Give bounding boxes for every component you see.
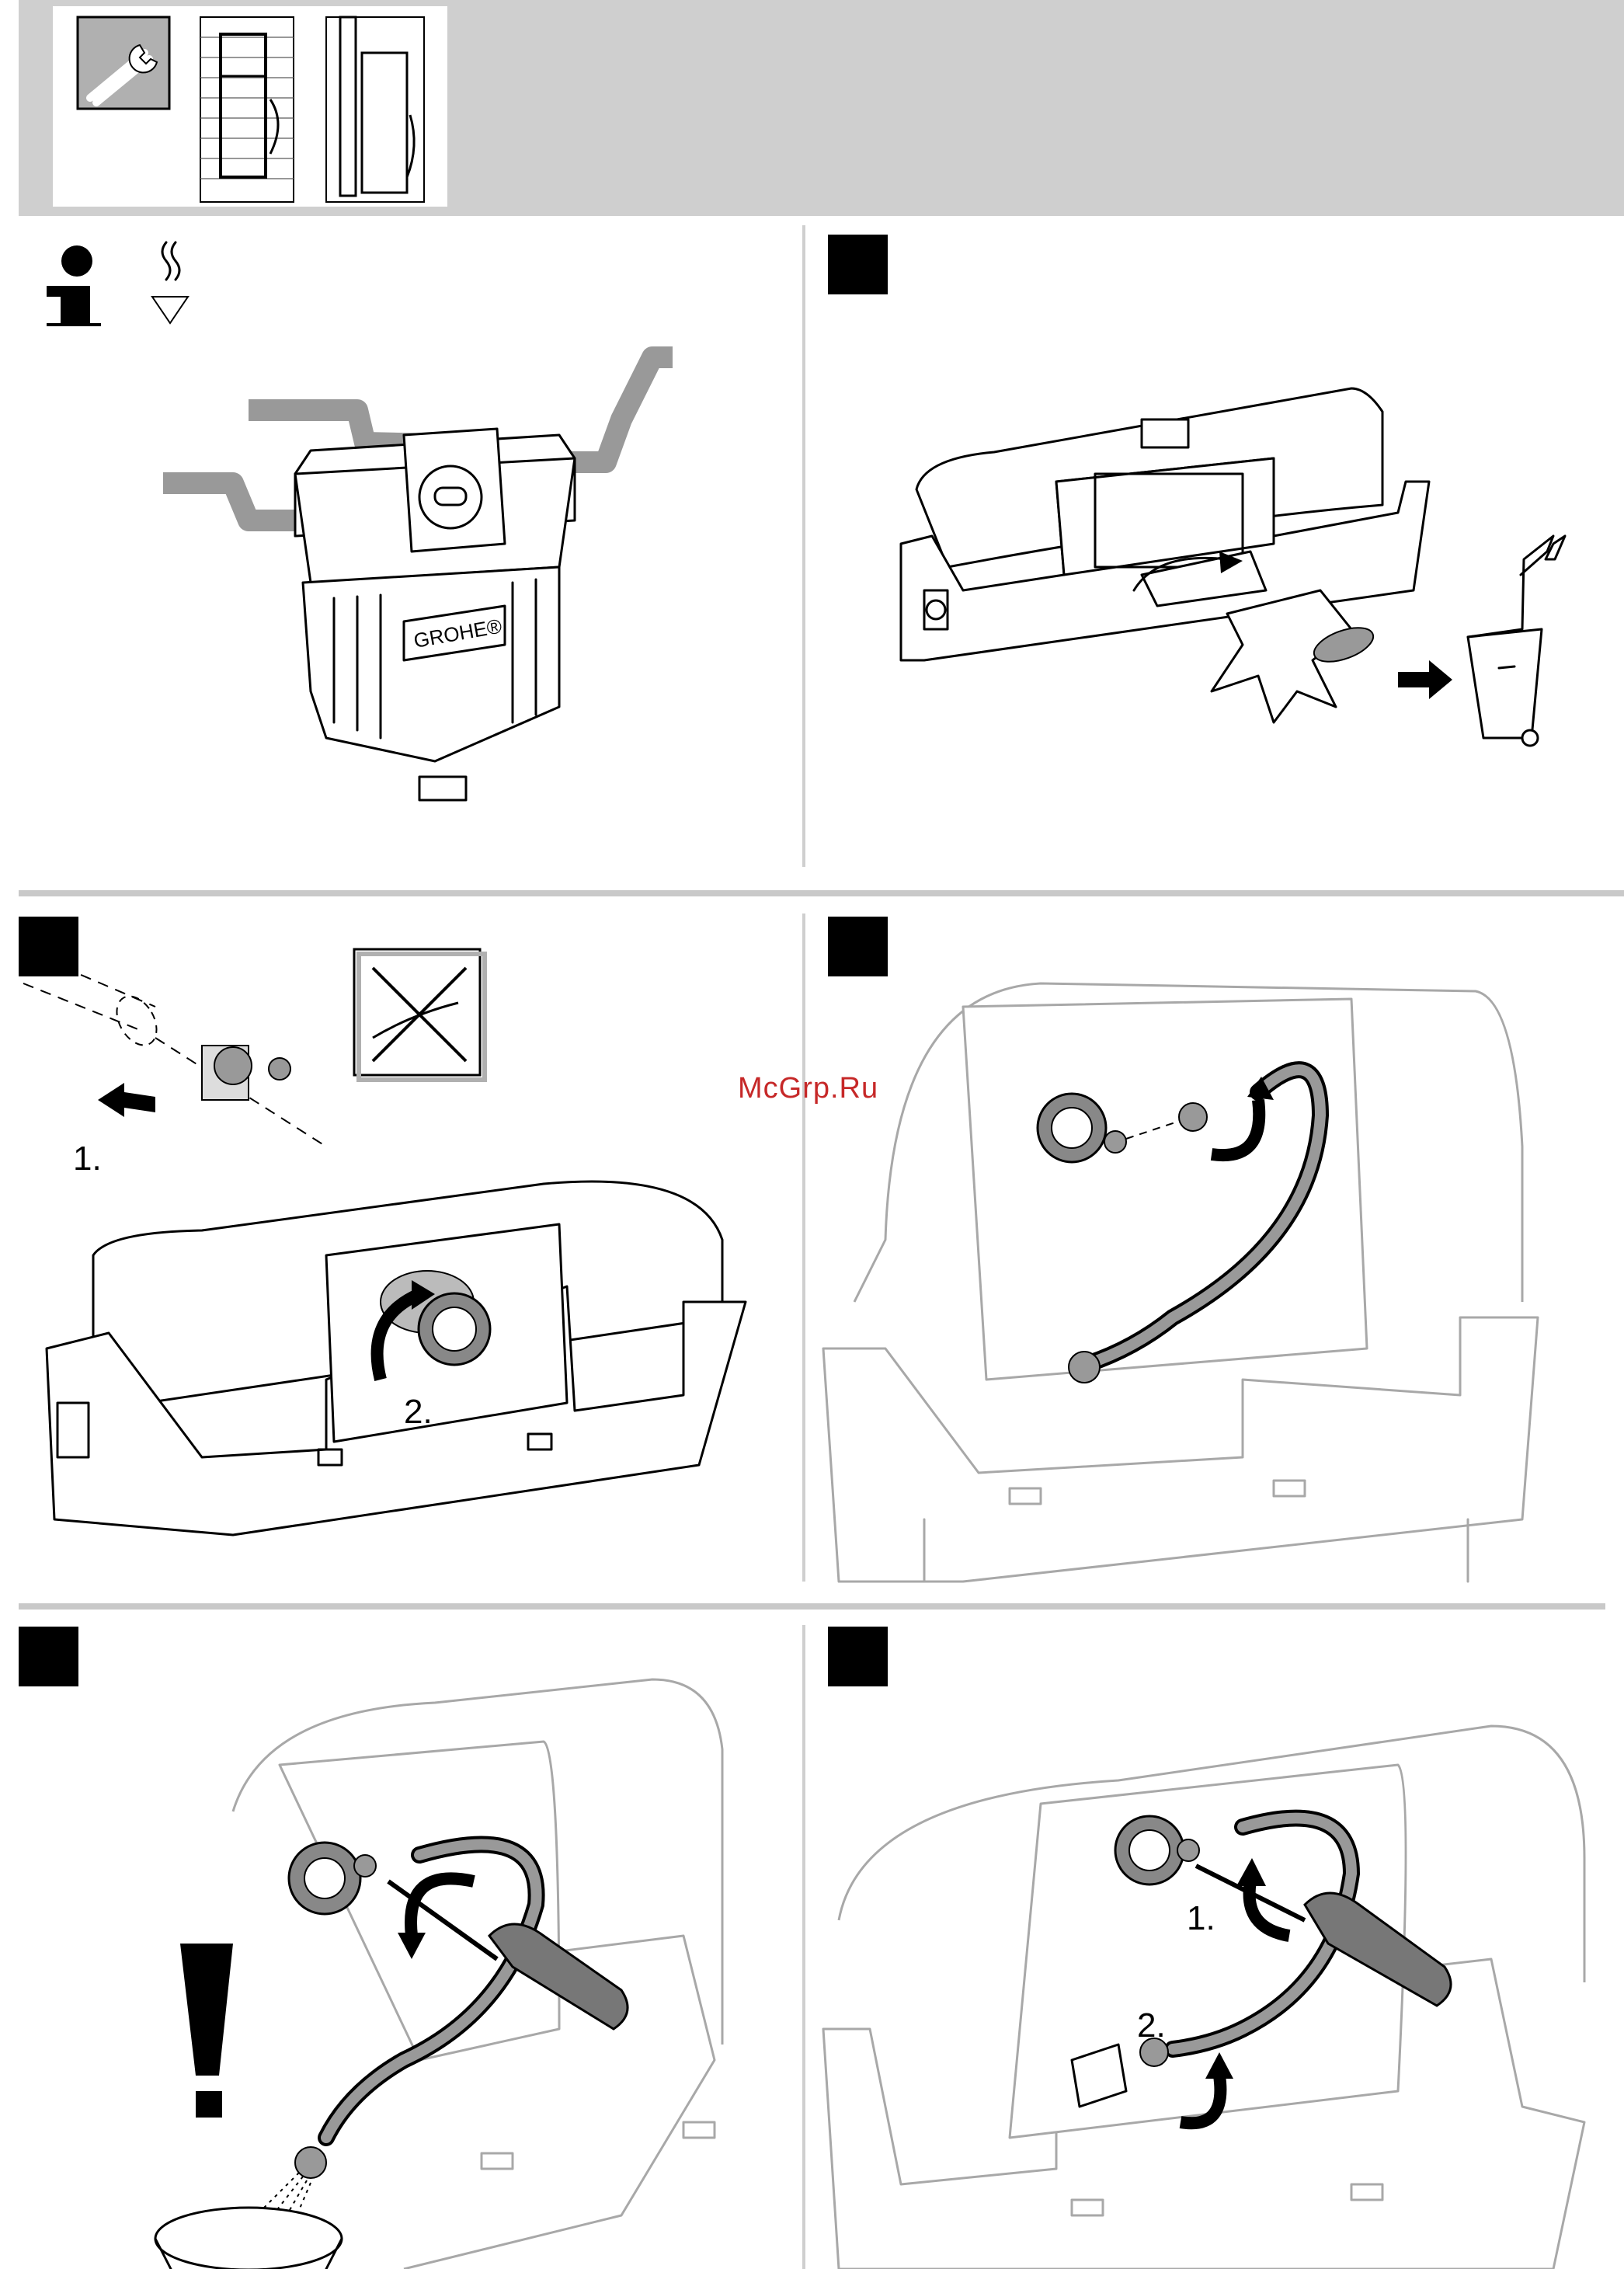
frame-in-wall-section-icon xyxy=(326,17,424,202)
step-5-label-2: 2. xyxy=(1137,2006,1166,2045)
recycle-bin-icon xyxy=(1468,536,1565,746)
row-separator-1 xyxy=(19,890,1624,896)
warning-icon xyxy=(180,1944,233,2118)
pipe-dashed xyxy=(23,960,326,1147)
water-heat-icon xyxy=(152,242,188,323)
step-2-label-1: 1. xyxy=(73,1140,102,1178)
step-2-label-2: 2. xyxy=(404,1393,433,1431)
column-separator-3 xyxy=(802,1625,805,2269)
arrow-right-icon xyxy=(1398,660,1452,699)
column-separator-1 xyxy=(802,225,805,867)
column-separator-2 xyxy=(802,914,805,1582)
cistern xyxy=(295,429,575,800)
step-4-illustration xyxy=(0,1625,800,2269)
frame-in-wall-icon xyxy=(200,17,294,202)
step-2-illustration: 1. 2. xyxy=(0,914,800,1589)
cistern-top xyxy=(901,388,1429,660)
step-3-illustration xyxy=(808,914,1615,1589)
arrow-left-icon xyxy=(98,1083,155,1117)
wrench-icon xyxy=(78,17,169,109)
info-panel-illustration: GROHE® xyxy=(0,225,800,878)
cistern-faded xyxy=(823,1726,1584,2269)
row-separator-2 xyxy=(19,1603,1605,1610)
step-5-illustration: 1. 2. xyxy=(808,1625,1615,2269)
step-1-illustration xyxy=(808,225,1615,878)
info-icon xyxy=(47,245,101,326)
header-icons xyxy=(53,6,447,207)
stop-valve xyxy=(202,1046,290,1100)
no-tools-icon xyxy=(354,949,485,1080)
header-icon-box xyxy=(53,6,447,207)
bucket-icon xyxy=(155,2208,342,2269)
cistern-faded xyxy=(823,983,1538,1582)
cistern-front xyxy=(47,1181,746,1535)
step-5-label-1: 1. xyxy=(1187,1899,1215,1937)
